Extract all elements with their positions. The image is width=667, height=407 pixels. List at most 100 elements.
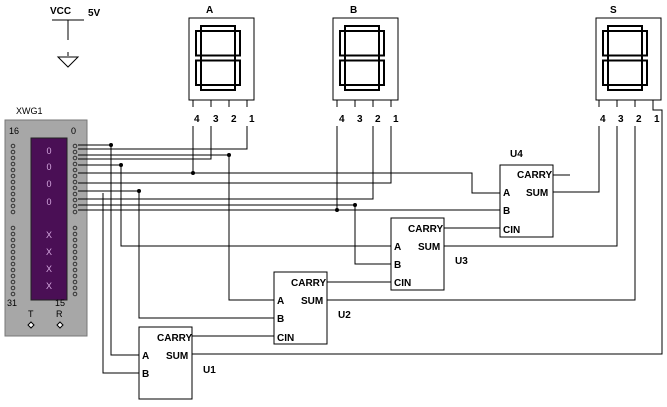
display-a-pin: 2 — [231, 114, 237, 125]
generator-pin[interactable] — [10, 173, 16, 179]
junction-dot — [191, 171, 195, 175]
generator-pin[interactable] — [72, 203, 78, 209]
display-segment — [200, 84, 236, 91]
generator-pin[interactable] — [72, 273, 78, 279]
word-generator[interactable]: XWG1 16 0 0 0 0 0 X X X X 31 15 T R — [4, 106, 88, 337]
generator-pin[interactable] — [10, 143, 16, 149]
generator-pin[interactable] — [72, 185, 78, 191]
generator-pin[interactable] — [10, 279, 16, 285]
generator-pin[interactable] — [72, 261, 78, 267]
adder-u2-a: A — [277, 296, 284, 307]
generator-pin[interactable] — [72, 149, 78, 155]
display-a[interactable]: A 4 3 2 1 — [188, 5, 255, 125]
sum-u4 — [553, 126, 600, 193]
sum-u1 — [192, 107, 663, 355]
adder-u2[interactable]: U2 CARRY A SUM B CIN — [273, 271, 351, 345]
generator-value: X — [46, 264, 52, 274]
generator-pin[interactable] — [10, 291, 16, 297]
generator-pin[interactable] — [10, 197, 16, 203]
adder-u1-body — [138, 326, 193, 400]
generator-pin[interactable] — [72, 285, 78, 291]
adder-u3-name: U3 — [455, 256, 468, 267]
generator-value: 0 — [46, 146, 51, 156]
adder-u4[interactable]: U4 CARRY A SUM B CIN — [499, 149, 554, 238]
display-b-label: B — [350, 5, 357, 16]
generator-pin[interactable] — [10, 209, 16, 215]
wires — [78, 100, 663, 374]
generator-pin[interactable] — [72, 267, 78, 273]
generator-pin[interactable] — [72, 255, 78, 261]
generator-pin[interactable] — [10, 155, 16, 161]
generator-pin[interactable] — [72, 231, 78, 237]
generator-pin[interactable] — [10, 179, 16, 185]
display-s[interactable]: S 4 3 2 1 — [595, 5, 662, 125]
generator-pin[interactable] — [72, 225, 78, 231]
generator-left-pin: 16 — [9, 126, 19, 136]
generator-pin[interactable] — [72, 167, 78, 173]
sum-u2 — [327, 126, 636, 301]
generator-pin[interactable] — [72, 191, 78, 197]
generator-screen — [30, 137, 68, 301]
display-segment — [344, 25, 380, 32]
bus-bit-3 — [78, 126, 212, 160]
display-segment — [602, 59, 609, 86]
ground-icon — [56, 56, 80, 68]
adder-u1-carry: CARRY — [157, 333, 193, 344]
generator-value: X — [46, 247, 52, 257]
generator-pin[interactable] — [10, 149, 16, 155]
display-s-segments — [602, 25, 648, 91]
display-b-pin: 1 — [393, 114, 399, 125]
generator-pin[interactable] — [72, 197, 78, 203]
adder-u1-a: A — [142, 351, 149, 362]
adder-u3-b: B — [394, 260, 401, 271]
generator-ready-pin[interactable] — [56, 321, 64, 329]
generator-pin[interactable] — [72, 173, 78, 179]
adder-u4-sum: SUM — [526, 188, 548, 199]
generator-pin[interactable] — [72, 209, 78, 215]
display-a-segments — [195, 25, 241, 91]
generator-pin[interactable] — [72, 143, 78, 149]
display-b-pin: 3 — [357, 114, 363, 125]
generator-pin[interactable] — [72, 279, 78, 285]
generator-pin[interactable] — [10, 231, 16, 237]
generator-pin[interactable] — [10, 191, 16, 197]
display-a-pin: 1 — [249, 114, 255, 125]
generator-pin[interactable] — [72, 249, 78, 255]
bus-bit-10 — [78, 204, 391, 265]
generator-pin[interactable] — [10, 249, 16, 255]
vcc-value: 5V — [88, 8, 101, 19]
generator-pin[interactable] — [10, 225, 16, 231]
adder-u2-body — [273, 271, 328, 345]
adder-u4-a: A — [503, 188, 510, 199]
generator-pin[interactable] — [10, 161, 16, 167]
generator-pin[interactable] — [72, 161, 78, 167]
generator-pin[interactable] — [10, 273, 16, 279]
generator-pin[interactable] — [72, 237, 78, 243]
adder-u1[interactable]: U1 CARRY A SUM B — [138, 326, 216, 400]
generator-bottom-right: 15 — [55, 298, 65, 308]
generator-pin[interactable] — [10, 237, 16, 243]
generator-pin[interactable] — [10, 203, 16, 209]
generator-pins — [10, 143, 78, 297]
generator-pin[interactable] — [72, 243, 78, 249]
generator-pin[interactable] — [72, 291, 78, 297]
generator-pin[interactable] — [10, 261, 16, 267]
generator-value: 0 — [46, 162, 51, 172]
vcc-source[interactable]: VCC 5V — [50, 6, 101, 68]
junction-dot — [119, 163, 123, 167]
display-b[interactable]: B 4 3 2 1 — [332, 5, 399, 125]
generator-trigger-pin[interactable] — [27, 321, 35, 329]
vcc-label: VCC — [50, 6, 71, 17]
generator-pin[interactable] — [72, 179, 78, 185]
generator-pin[interactable] — [10, 285, 16, 291]
generator-pin[interactable] — [10, 255, 16, 261]
adder-u3[interactable]: U3 CARRY A SUM B CIN — [390, 217, 468, 291]
generator-pin[interactable] — [10, 167, 16, 173]
generator-pin[interactable] — [10, 185, 16, 191]
generator-pin[interactable] — [10, 243, 16, 249]
adder-u1-name: U1 — [203, 365, 216, 376]
generator-pin[interactable] — [72, 155, 78, 161]
generator-pin[interactable] — [10, 267, 16, 273]
